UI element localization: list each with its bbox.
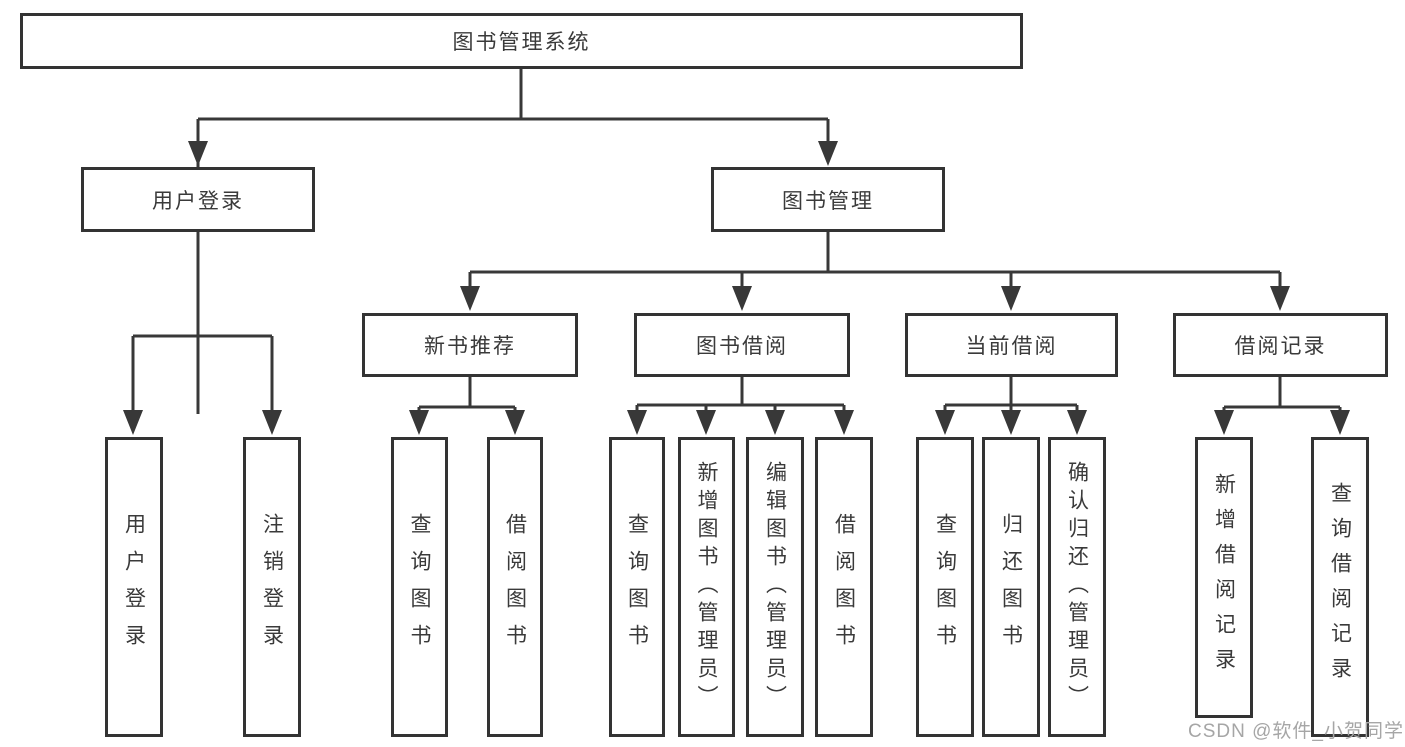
leaf-user-login: 用户登录	[105, 437, 163, 737]
connector-book-borrow-children	[627, 377, 854, 435]
node-user-login: 用户登录	[81, 167, 315, 232]
node-book-borrow: 图书借阅	[634, 313, 850, 377]
node-library-management-system: 图书管理系统	[20, 13, 1023, 69]
connector-book-management-children	[460, 232, 1290, 311]
connector-borrow-record-children	[1214, 377, 1350, 435]
connector-current-borrow-children	[935, 377, 1087, 435]
connector-new-book-children	[409, 377, 525, 435]
leaf-query-borrow-record: 查询借阅记录	[1311, 437, 1369, 737]
watermark: CSDN @软件_小贺同学	[1188, 721, 1404, 742]
node-book-management: 图书管理	[711, 167, 945, 232]
leaf-add-book-admin: 新增图书（管理员）	[678, 437, 735, 737]
leaf-add-borrow-record: 新增借阅记录	[1195, 437, 1253, 718]
leaf-borrow-books-borrow: 借阅图书	[815, 437, 873, 737]
node-new-book-recommend: 新书推荐	[362, 313, 578, 377]
leaf-query-books-borrow: 查询图书	[609, 437, 665, 737]
node-borrow-records: 借阅记录	[1173, 313, 1388, 377]
leaf-logout: 注销登录	[243, 437, 301, 737]
leaf-return-book: 归还图书	[982, 437, 1040, 737]
leaf-confirm-return-admin: 确认归还（管理员）	[1048, 437, 1106, 737]
connector-user-login-children	[123, 232, 282, 435]
leaf-query-books-recommend: 查询图书	[391, 437, 448, 737]
leaf-borrow-books-recommend: 借阅图书	[487, 437, 543, 737]
leaf-edit-book-admin: 编辑图书（管理员）	[746, 437, 804, 737]
node-current-borrow: 当前借阅	[905, 313, 1118, 377]
connector-root-to-level2	[188, 69, 838, 414]
leaf-query-books-current: 查询图书	[916, 437, 974, 737]
